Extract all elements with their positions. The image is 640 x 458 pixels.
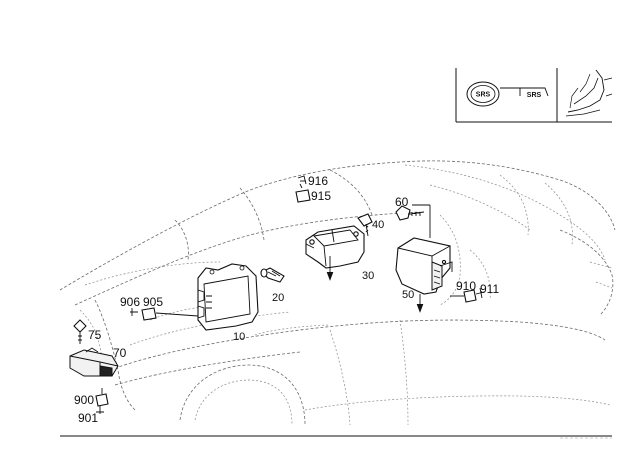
sensor-30 bbox=[305, 225, 365, 269]
callout-915: 915 bbox=[311, 189, 331, 203]
connector-900 bbox=[95, 388, 109, 414]
callout-901: 901 bbox=[78, 411, 98, 425]
callout-20: 20 bbox=[272, 292, 284, 304]
callout-30: 30 bbox=[362, 270, 374, 282]
callout-labels: 10 20 30 40 50 60 70 75 900 901 905 906 … bbox=[74, 174, 499, 425]
callout-40: 40 bbox=[372, 219, 384, 231]
callout-910: 910 bbox=[456, 279, 476, 293]
connector-910 bbox=[450, 287, 485, 303]
screw-75 bbox=[73, 319, 87, 344]
inset-panel: SRS SRS bbox=[455, 68, 613, 123]
dashboard-icon bbox=[500, 87, 549, 97]
sensor-70 bbox=[69, 347, 119, 377]
inset-badge-left: SRS bbox=[476, 92, 491, 99]
connector-905 bbox=[130, 307, 199, 321]
callout-900: 900 bbox=[74, 393, 94, 407]
callout-10: 10 bbox=[233, 331, 245, 343]
callout-905: 905 bbox=[143, 295, 163, 309]
callout-70: 70 bbox=[113, 346, 127, 360]
callout-916: 916 bbox=[308, 174, 328, 188]
callout-906: 906 bbox=[120, 295, 140, 309]
control-unit-10 bbox=[197, 263, 259, 331]
steering-wheel-icon bbox=[466, 81, 500, 107]
car-body-outline bbox=[59, 160, 616, 426]
callout-60: 60 bbox=[395, 195, 409, 209]
screw-40 bbox=[357, 213, 373, 237]
inset-badge-right: SRS bbox=[527, 92, 542, 99]
connector-915 bbox=[295, 175, 311, 203]
callout-75: 75 bbox=[88, 328, 102, 342]
callout-50: 50 bbox=[402, 289, 414, 301]
callout-911: 911 bbox=[480, 282, 499, 296]
control-module-50 bbox=[395, 237, 453, 295]
screw-60 bbox=[395, 205, 425, 221]
bolt-20 bbox=[260, 267, 285, 283]
seat-icon bbox=[565, 69, 613, 117]
